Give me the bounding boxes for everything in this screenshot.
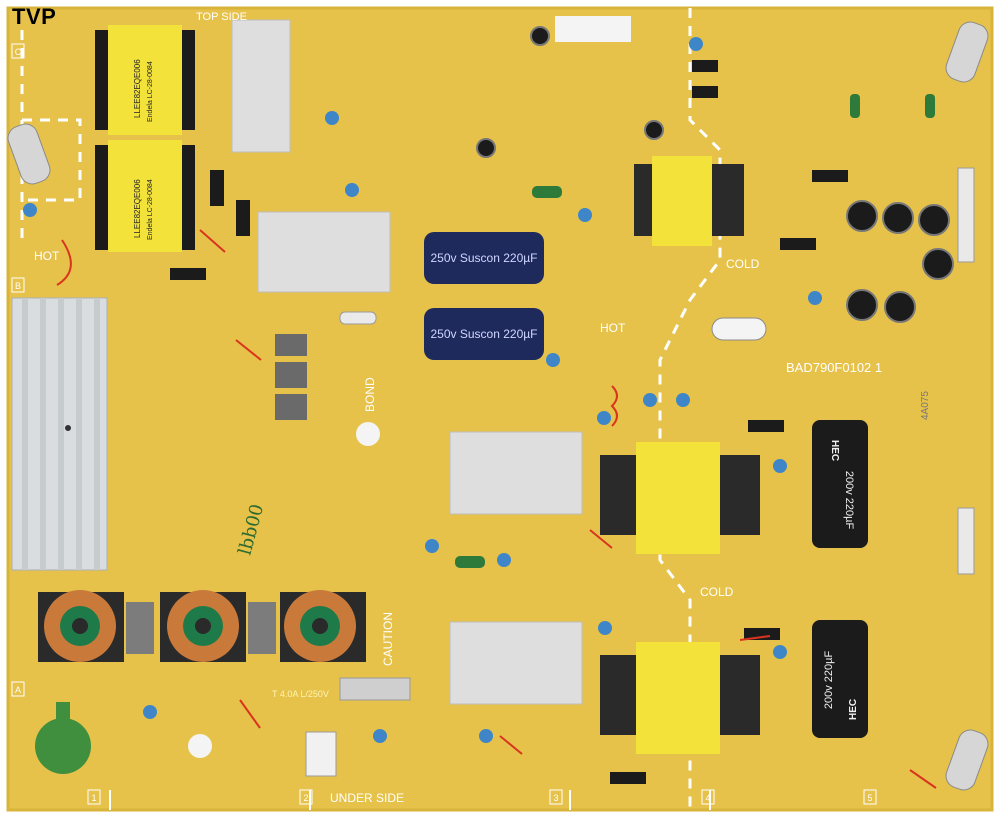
zone-a: A — [15, 685, 21, 695]
hec-upper-rating: 200v 220µF — [843, 471, 855, 530]
part-number: BAD790F0102 1 — [786, 360, 882, 375]
small-capacitors — [476, 26, 954, 323]
connector-bottom — [305, 731, 337, 777]
fuse — [339, 677, 411, 701]
transformer-right-upper — [600, 442, 760, 554]
bond-pad — [356, 422, 380, 446]
mounting-clips — [7, 21, 989, 791]
zone-b: B — [15, 281, 21, 291]
top-side-label: TOP SIDE — [196, 11, 247, 23]
under-side-label: UNDER SIDE — [330, 791, 404, 805]
zone-lines — [109, 790, 711, 810]
ceramic-capacitors — [23, 37, 822, 743]
t2-label-line1: LLEE82EQE006 — [133, 179, 142, 238]
cold-label-lower: COLD — [700, 585, 734, 599]
cold-label-upper: COLD — [726, 257, 760, 271]
bulk-capacitor-1: 250v Suscon 220µF — [424, 232, 544, 284]
zone-markers: 1 2 3 4 5 A B C — [11, 43, 877, 805]
zone-c: C — [15, 47, 22, 57]
t2-label-line2: Endela LC-28-0084 — [147, 179, 154, 240]
hec-upper-brand: HEC — [829, 440, 840, 461]
transformer-t1: LLEE82EQE006 Endela LC-28-0084 — [95, 25, 195, 135]
hec-capacitor-lower: 200v 220µF HEC — [812, 620, 868, 738]
bulk-cap-2-label: 250v Suscon 220µF — [431, 327, 538, 341]
caution-label: CAUTION — [381, 612, 395, 666]
toroid-coil-2 — [160, 590, 246, 662]
transformer-right-lower — [600, 642, 760, 754]
connector-cn-right — [957, 507, 975, 575]
relay-block-mid — [257, 211, 391, 293]
transformer-t2: LLEE82EQE006 Endela LC-28-0084 — [95, 140, 195, 252]
relay-block-top — [231, 19, 291, 153]
isolation-boundary — [20, 8, 722, 810]
zone-5: 5 — [867, 793, 872, 803]
relay-block-right-lower — [449, 621, 583, 705]
ferrite-box-3 — [275, 394, 307, 420]
t1-label-line1: LLEE82EQE006 — [133, 59, 142, 118]
relay-block-right-upper — [449, 431, 583, 515]
ferrite-box-2 — [275, 362, 307, 388]
hot-label-left: HOT — [34, 249, 60, 263]
zone-1: 1 — [91, 793, 96, 803]
bulk-cap-1-label: 250v Suscon 220µF — [431, 251, 538, 265]
toroid-coil-1 — [38, 590, 124, 662]
connector-cn-top — [957, 167, 975, 263]
zone-2: 2 — [303, 793, 308, 803]
t1-label-line2: Endela LC-28-0084 — [147, 61, 154, 122]
hec-capacitor-upper: 200v 220µF HEC — [812, 420, 868, 548]
bulk-capacitor-2: 250v Suscon 220µF — [424, 308, 544, 360]
zone-3: 3 — [553, 793, 558, 803]
x-capacitor-2 — [248, 602, 276, 654]
under-side-pad — [188, 734, 212, 758]
toroid-coil-3 — [280, 590, 366, 662]
tvp-watermark: TVP — [12, 4, 57, 29]
hot-label-center: HOT — [600, 321, 626, 335]
red-marker-annotations — [56, 229, 937, 789]
fuse-rating: T 4.0A L/250V — [272, 689, 329, 699]
ptc-thermistor — [35, 702, 91, 774]
bond-label: BOND — [363, 377, 377, 412]
transformer-small-top — [634, 156, 744, 246]
resistors — [339, 94, 935, 568]
diodes — [170, 60, 848, 784]
ferrite-box-1 — [275, 334, 307, 356]
label-sticker — [555, 16, 631, 42]
hec-lower-brand: HEC — [848, 699, 859, 720]
board-code: 4A075 — [920, 391, 931, 420]
heatsink — [11, 297, 108, 571]
x-capacitor-1 — [126, 602, 154, 654]
zone-4: 4 — [705, 793, 710, 803]
hec-lower-rating: 200v 220µF — [823, 651, 835, 710]
